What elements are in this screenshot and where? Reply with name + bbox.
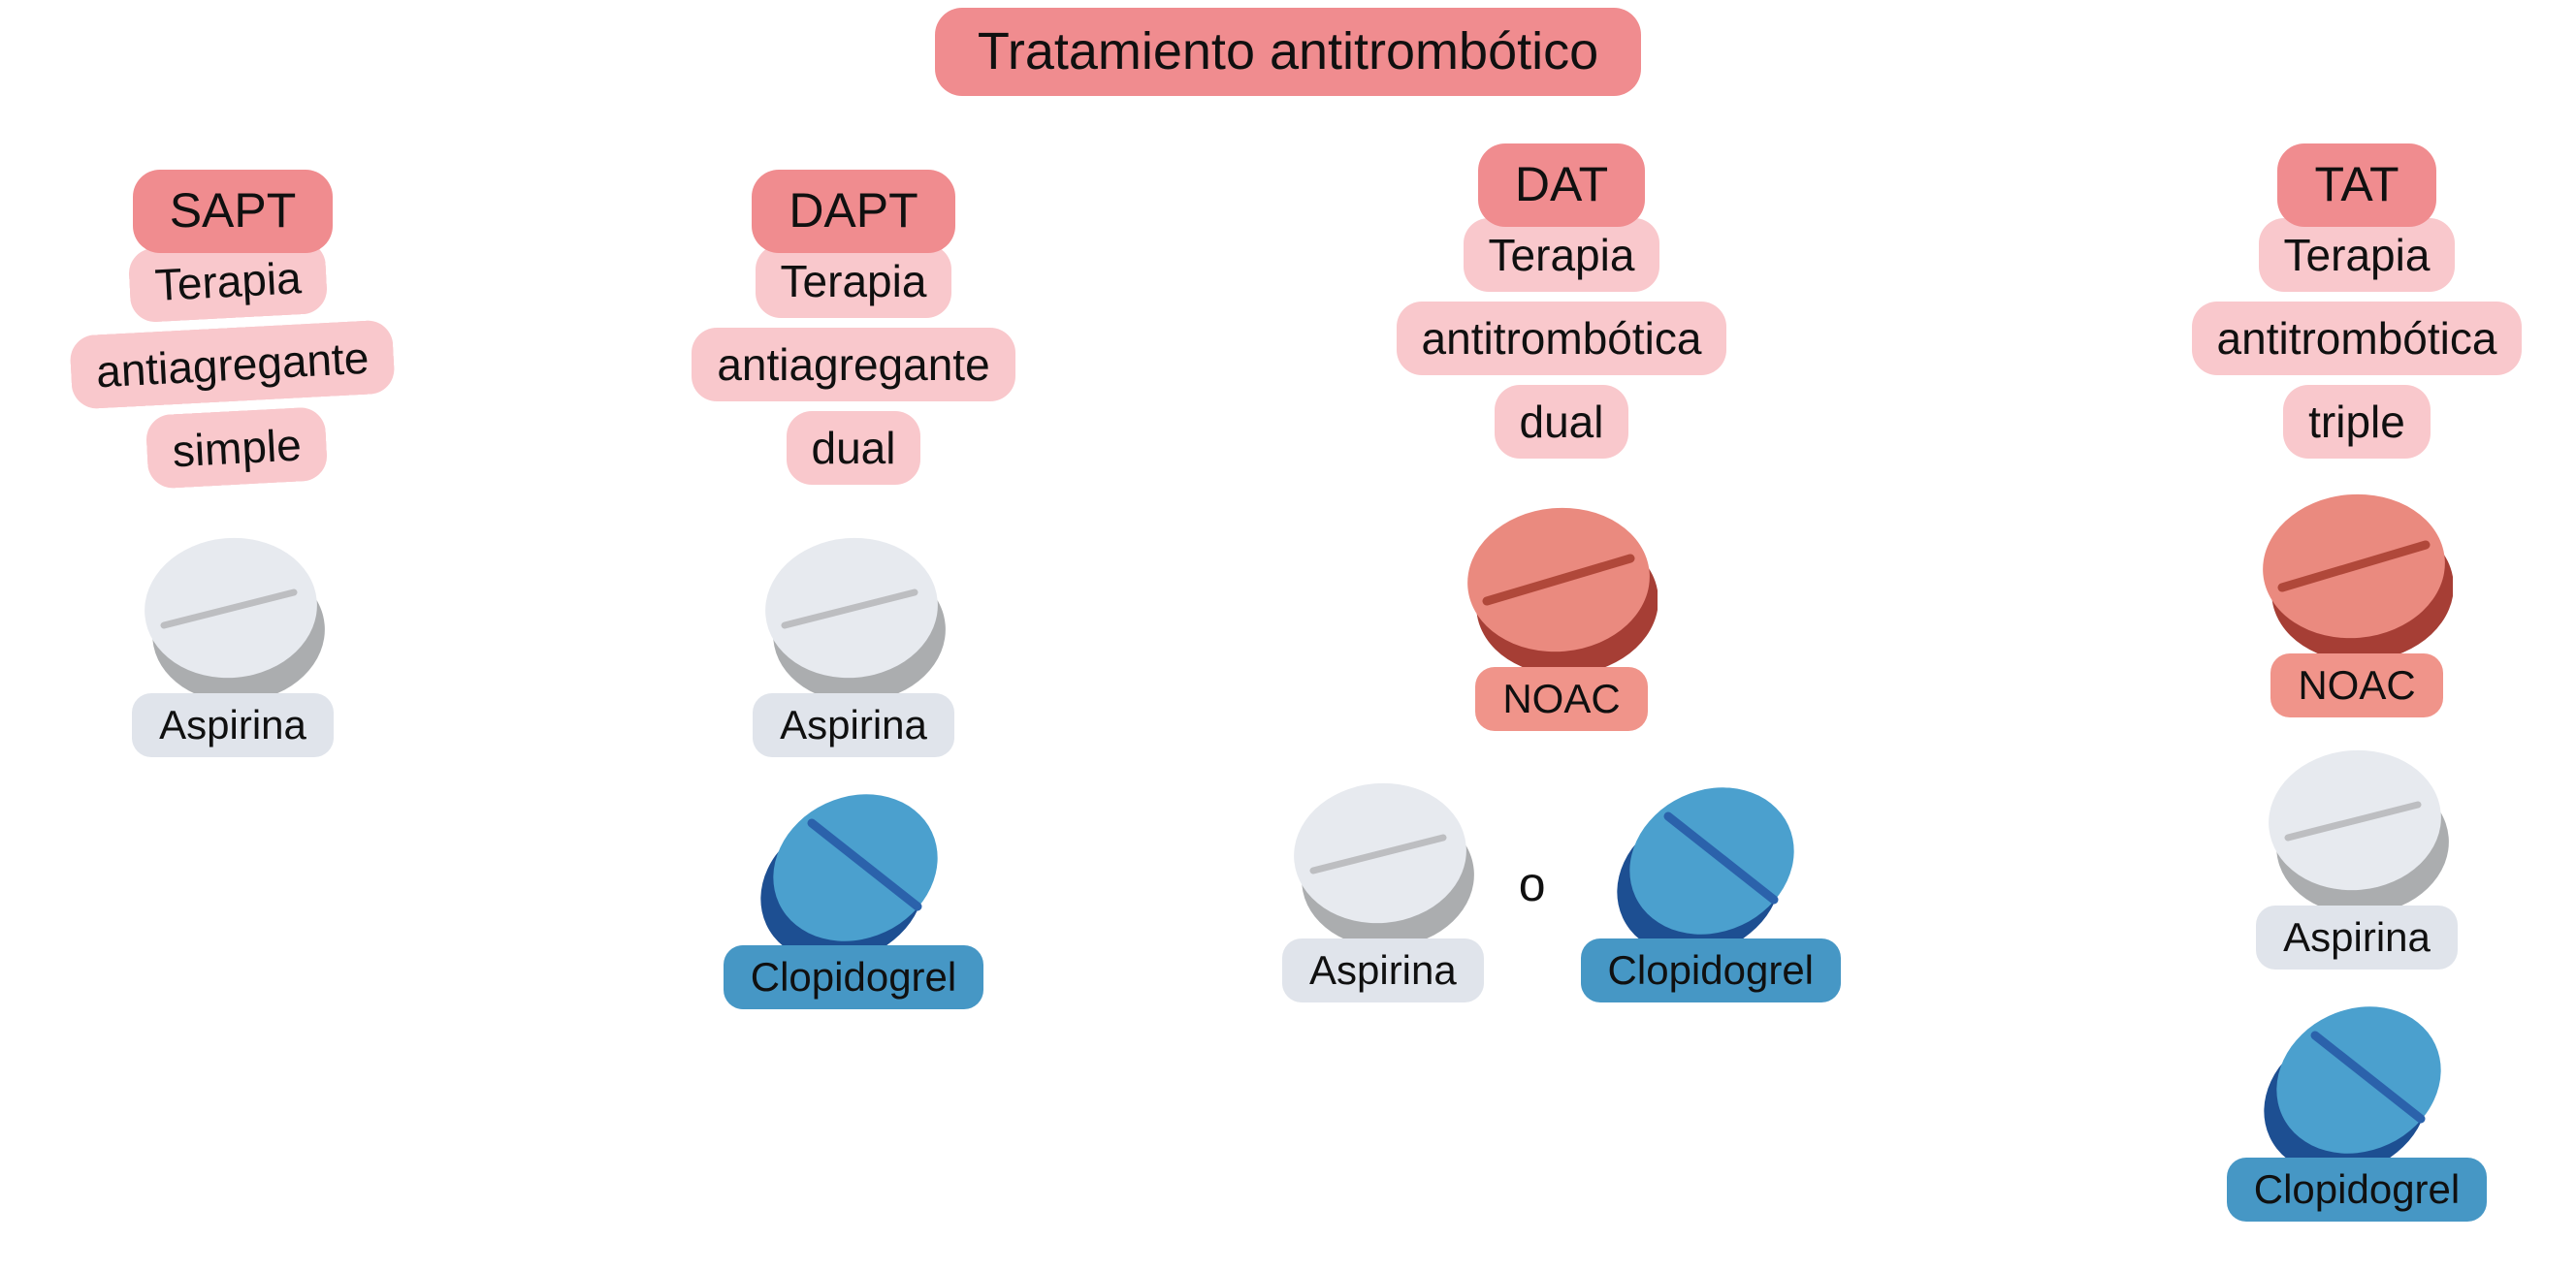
clopidogrel-pill-icon xyxy=(1616,764,1805,968)
dat-pills: NOAC Aspirina o Clopidogrel xyxy=(1281,493,1842,1002)
noac-label: NOAC xyxy=(2270,652,2443,717)
aspirin-pill-icon xyxy=(139,519,328,722)
dat-alternative-row: Aspirina o Clopidogrel xyxy=(1281,764,1842,1002)
sapt-therapy-label: Terapia antiagregante simple xyxy=(69,238,397,490)
noac-pill-icon xyxy=(2261,479,2453,683)
sapt-acronym-badge: SAPT xyxy=(132,170,334,253)
pill-unit-clopidogrel: Clopidogrel xyxy=(723,771,984,1009)
pill-unit-aspirin: Aspirina xyxy=(2256,731,2458,970)
pill-unit-noac: NOAC xyxy=(1465,493,1658,731)
noac-pill-icon xyxy=(1465,493,1658,696)
clopidogrel-label: Clopidogrel xyxy=(723,944,984,1009)
pill-unit-noac: NOAC xyxy=(2261,479,2453,717)
aspirin-label: Aspirina xyxy=(2256,905,2458,970)
tat-therapy-label: Terapia antitrombótica triple xyxy=(2191,217,2523,459)
tat-pills: NOAC Aspirina Clopidogrel xyxy=(2226,479,2488,1223)
pill-unit-clopidogrel: Clopidogrel xyxy=(2226,983,2488,1223)
pill-unit-aspirin: Aspirina xyxy=(1281,764,1484,1002)
dapt-therapy-label: Terapia antiagregante dual xyxy=(692,243,1015,485)
title-row: Tratamiento antitrombótico xyxy=(0,8,2576,96)
dapt-therapy-cloud: Terapia antiagregante dual xyxy=(692,239,1015,490)
aspirin-pill-icon xyxy=(759,519,949,722)
diagram-title: Tratamiento antitrombótico xyxy=(934,8,1642,96)
clopidogrel-pill-icon xyxy=(759,771,949,974)
tat-therapy-cloud: Terapia antitrombótica triple xyxy=(2191,213,2523,463)
clopidogrel-label: Clopidogrel xyxy=(1580,938,1842,1002)
pill-unit-aspirin: Aspirina xyxy=(753,519,954,757)
clopidogrel-pill-icon xyxy=(2263,983,2452,1187)
sapt-therapy-cloud: Terapia antiagregante simple xyxy=(65,231,401,497)
clopidogrel-label: Clopidogrel xyxy=(2226,1157,2488,1223)
aspirin-pill-icon xyxy=(2263,731,2452,935)
dat-therapy-cloud: Terapia antitrombótica dual xyxy=(1396,213,1727,463)
dat-therapy-label: Terapia antitrombótica dual xyxy=(1396,217,1727,459)
pill-unit-aspirin: Aspirina xyxy=(132,519,334,757)
dapt-pills: Aspirina Clopidogrel xyxy=(723,519,984,1009)
column-dat: DAT Terapia antitrombótica dual NOAC Asp… xyxy=(1246,143,1877,1002)
column-dapt: DAPT Terapia antiagregante dual Aspirina… xyxy=(582,170,1125,1009)
or-connector: o xyxy=(1518,856,1546,911)
aspirin-label: Aspirina xyxy=(1281,938,1484,1002)
tat-acronym-badge: TAT xyxy=(2277,143,2436,227)
pill-unit-clopidogrel: Clopidogrel xyxy=(1580,764,1842,1002)
dat-acronym-badge: DAT xyxy=(1477,143,1646,227)
aspirin-pill-icon xyxy=(1288,764,1477,968)
dapt-acronym-badge: DAPT xyxy=(752,170,955,253)
sapt-pills: Aspirina xyxy=(132,519,334,757)
aspirin-label: Aspirina xyxy=(132,692,334,757)
column-sapt: SAPT Terapia antiagregante simple Aspiri… xyxy=(10,170,456,757)
noac-label: NOAC xyxy=(1475,666,1648,731)
aspirin-label: Aspirina xyxy=(753,692,954,757)
column-tat: TAT Terapia antitrombótica triple NOAC A… xyxy=(2085,143,2576,1223)
